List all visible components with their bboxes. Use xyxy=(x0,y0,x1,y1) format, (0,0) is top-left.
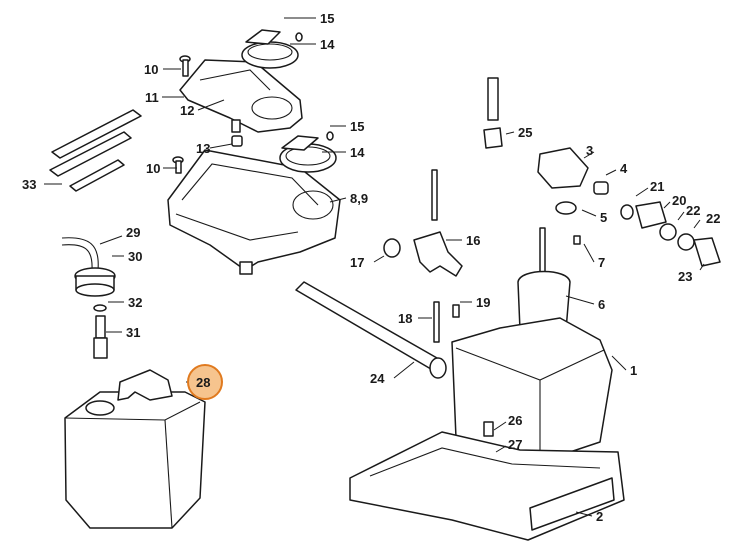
coupling-drawing xyxy=(620,201,721,267)
callout-label: 7 xyxy=(598,255,605,270)
callout-label: 27 xyxy=(508,437,522,452)
callout-label: 6 xyxy=(598,297,605,312)
callout-label: 20 xyxy=(672,193,686,208)
leader-lines xyxy=(44,17,705,517)
callout-label: 21 xyxy=(650,179,664,194)
callout-label: 1 xyxy=(630,363,637,378)
callout-label: 11 xyxy=(145,90,159,105)
callout-label: 5 xyxy=(600,210,607,225)
callout-label: 12 xyxy=(180,103,194,118)
callout-label: 10 xyxy=(144,62,158,77)
callout-label: 17 xyxy=(350,255,364,270)
canister-drawing xyxy=(64,369,206,529)
valve-group-drawing xyxy=(537,147,609,215)
top-cover-drawing xyxy=(179,59,303,133)
callout-label: 16 xyxy=(466,233,480,248)
callout-label: 14 xyxy=(320,37,335,52)
callout-label: 15 xyxy=(320,11,334,26)
callout-label: 25 xyxy=(518,125,532,140)
callout-label: 19 xyxy=(476,295,490,310)
callout-labels: 15 14 10 11 12 15 14 13 10 8,9 33 29 30 … xyxy=(22,11,720,524)
callout-label: 22 xyxy=(686,203,700,218)
highlight-ring xyxy=(187,364,223,400)
tube-drawing xyxy=(483,77,503,149)
callout-label: 8,9 xyxy=(350,191,368,206)
valve-drawing xyxy=(383,169,463,277)
filler-cap-lower-drawing xyxy=(279,131,337,173)
callout-label: 29 xyxy=(126,225,140,240)
callout-label: 4 xyxy=(620,161,628,176)
callout-label: 15 xyxy=(350,119,364,134)
callout-label: 33 xyxy=(22,177,36,192)
callout-label: 14 xyxy=(350,145,365,160)
callout-label: 24 xyxy=(370,371,385,386)
callout-label: 13 xyxy=(196,141,210,156)
filler-cap-drawing xyxy=(241,29,303,69)
base-tray-drawing xyxy=(349,431,625,541)
gasket-sheet-drawing xyxy=(49,109,142,192)
callout-label: 3 xyxy=(586,143,593,158)
screw-drawing xyxy=(179,55,191,77)
callout-label: 18 xyxy=(398,311,412,326)
callout-label: 26 xyxy=(508,413,522,428)
callout-label: 10 xyxy=(146,161,160,176)
callout-label: 2 xyxy=(596,509,603,524)
rod-drawing xyxy=(295,281,447,379)
callout-label: 22 xyxy=(706,211,720,226)
bushing-drawing xyxy=(231,135,243,147)
callout-label: 28 xyxy=(196,375,210,390)
hose-cap-drawing xyxy=(61,237,116,297)
callout-label: 23 xyxy=(678,269,692,284)
callout-label: 32 xyxy=(128,295,142,310)
pump-housing-drawing xyxy=(167,149,341,275)
ring-fitting-drawing xyxy=(93,304,108,359)
screw-drawing-lower xyxy=(172,156,184,174)
callout-label: 31 xyxy=(126,325,140,340)
pin-drawing xyxy=(433,301,460,343)
callout-label: 30 xyxy=(128,249,142,264)
